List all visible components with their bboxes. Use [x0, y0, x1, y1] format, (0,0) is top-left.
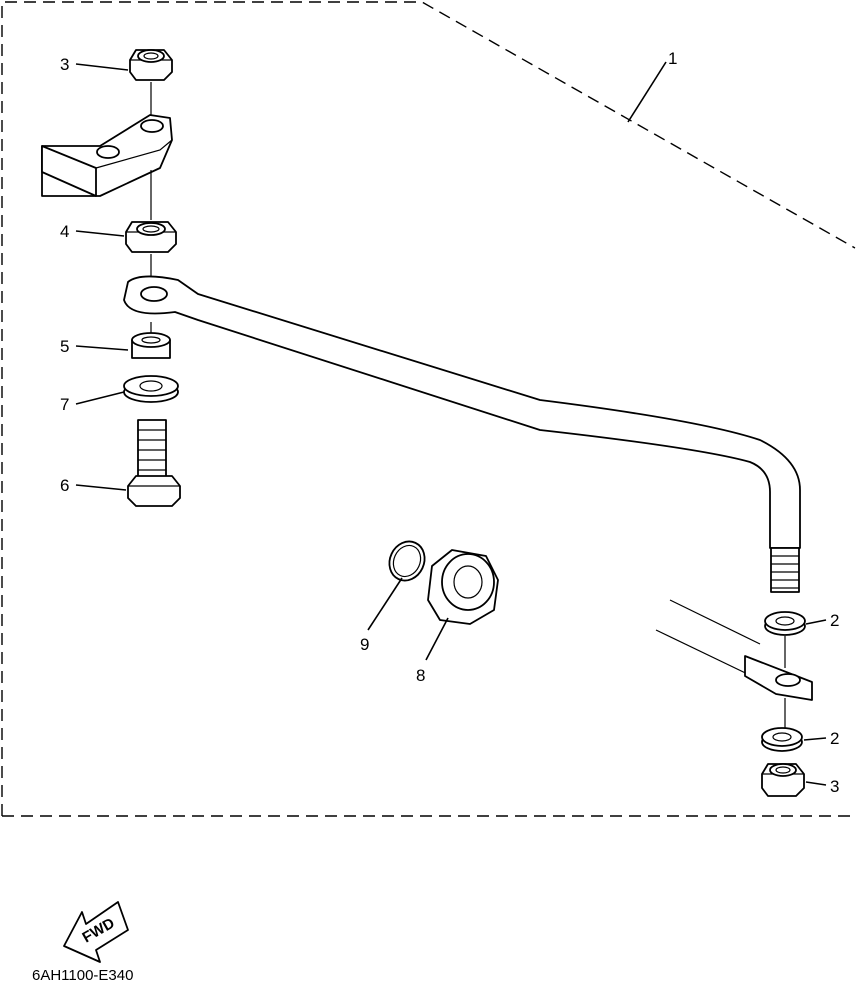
callout-9: 9 [360, 635, 369, 654]
callout-3-bottom: 3 [830, 777, 839, 796]
assembly-boundary [1, 1, 856, 817]
washer [123, 375, 179, 403]
lock-nut-bottom [761, 763, 805, 797]
washer-lower [761, 727, 803, 752]
steering-bracket [41, 114, 173, 197]
drawing-code: 6AH1100-E340 [32, 967, 133, 982]
collar [131, 332, 171, 359]
callout-7: 7 [60, 395, 69, 414]
lock-nut-top [129, 49, 173, 81]
large-nut [427, 549, 499, 625]
callout-6: 6 [60, 476, 69, 495]
callout-2-lower: 2 [830, 729, 839, 748]
callout-4: 4 [60, 222, 69, 241]
callout-8: 8 [416, 666, 425, 685]
o-ring [388, 540, 426, 582]
rod-threaded-end [770, 547, 800, 593]
steering-arm [655, 599, 813, 701]
nut [125, 221, 177, 253]
callout-5: 5 [60, 337, 69, 356]
leader-lines [75, 61, 827, 786]
washer-upper [764, 611, 806, 636]
callout-1: 1 [668, 49, 677, 68]
bolt [127, 419, 181, 507]
callout-2-upper: 2 [830, 611, 839, 630]
callout-3-top: 3 [60, 55, 69, 74]
fwd-arrow-icon: FWD [63, 901, 129, 963]
steering-link-rod [123, 275, 801, 549]
